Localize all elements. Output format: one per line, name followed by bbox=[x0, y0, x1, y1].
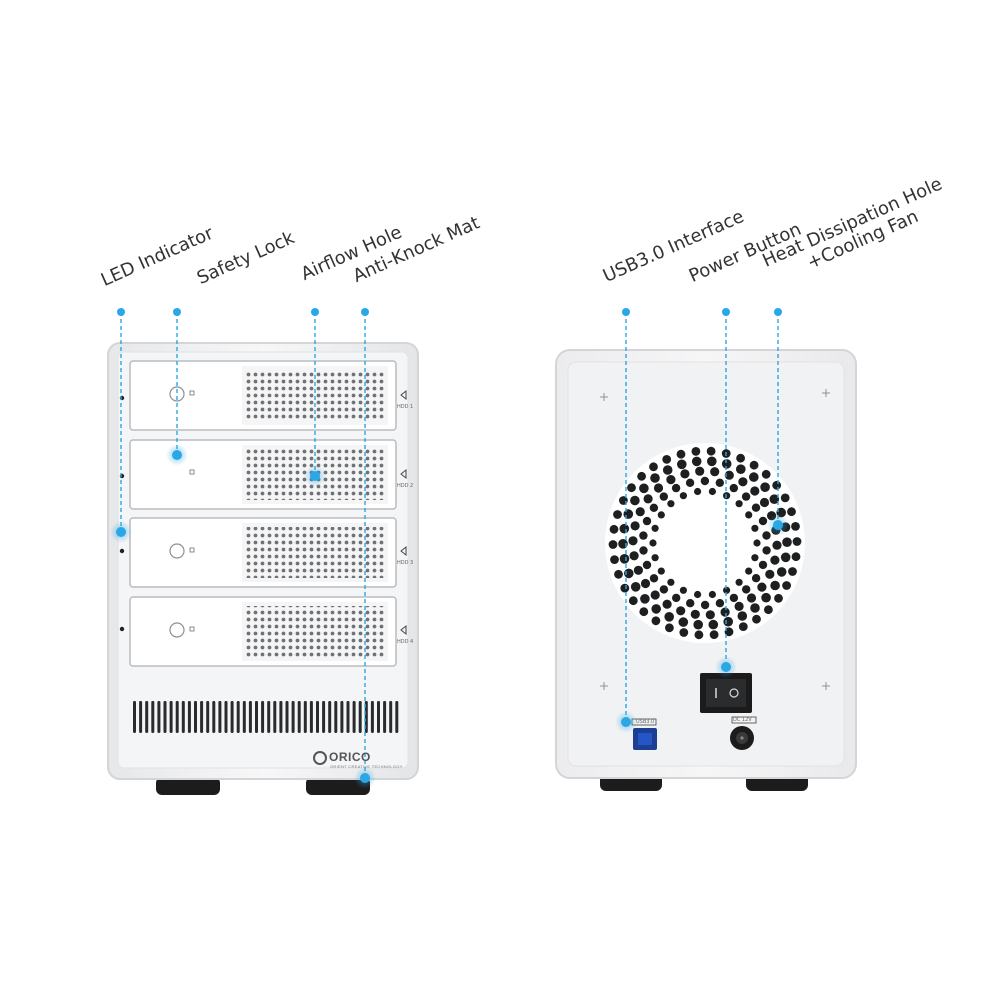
drive-bay-3 bbox=[119, 517, 407, 588]
callout-leaders bbox=[120, 312, 779, 778]
power-switch bbox=[700, 673, 752, 713]
brand-tagline: ORIENT CREATIVE TECHNOLOGY bbox=[330, 764, 403, 769]
front-right-foot bbox=[306, 777, 370, 795]
drive-bay-4 bbox=[119, 596, 407, 667]
front-vent-slots bbox=[133, 701, 399, 733]
bay-label-1: HDD 1 bbox=[397, 404, 414, 410]
callout-end-markers bbox=[110, 444, 789, 789]
drive-bay-2 bbox=[119, 439, 407, 510]
bay-label-3: HDD 3 bbox=[397, 560, 414, 566]
bay-label-2: HDD 2 bbox=[397, 483, 414, 489]
dc-jack-label: DC 12V bbox=[733, 717, 752, 723]
cooling-fan-grill bbox=[605, 443, 805, 643]
drive-bay-1 bbox=[119, 360, 407, 431]
bay-label-4: HDD 4 bbox=[397, 639, 414, 645]
usb3-port bbox=[631, 718, 657, 750]
callout-start-dots bbox=[117, 308, 782, 316]
brand-logo-text: ORICO bbox=[329, 750, 371, 764]
dc-power-jack bbox=[730, 716, 757, 750]
usb-port-label: USB3.0 bbox=[636, 719, 655, 725]
front-left-foot bbox=[156, 777, 220, 795]
orico-logo-mark bbox=[313, 751, 327, 765]
fan-holes bbox=[608, 446, 802, 640]
front-enclosure bbox=[107, 342, 419, 795]
rear-enclosure bbox=[555, 349, 857, 791]
